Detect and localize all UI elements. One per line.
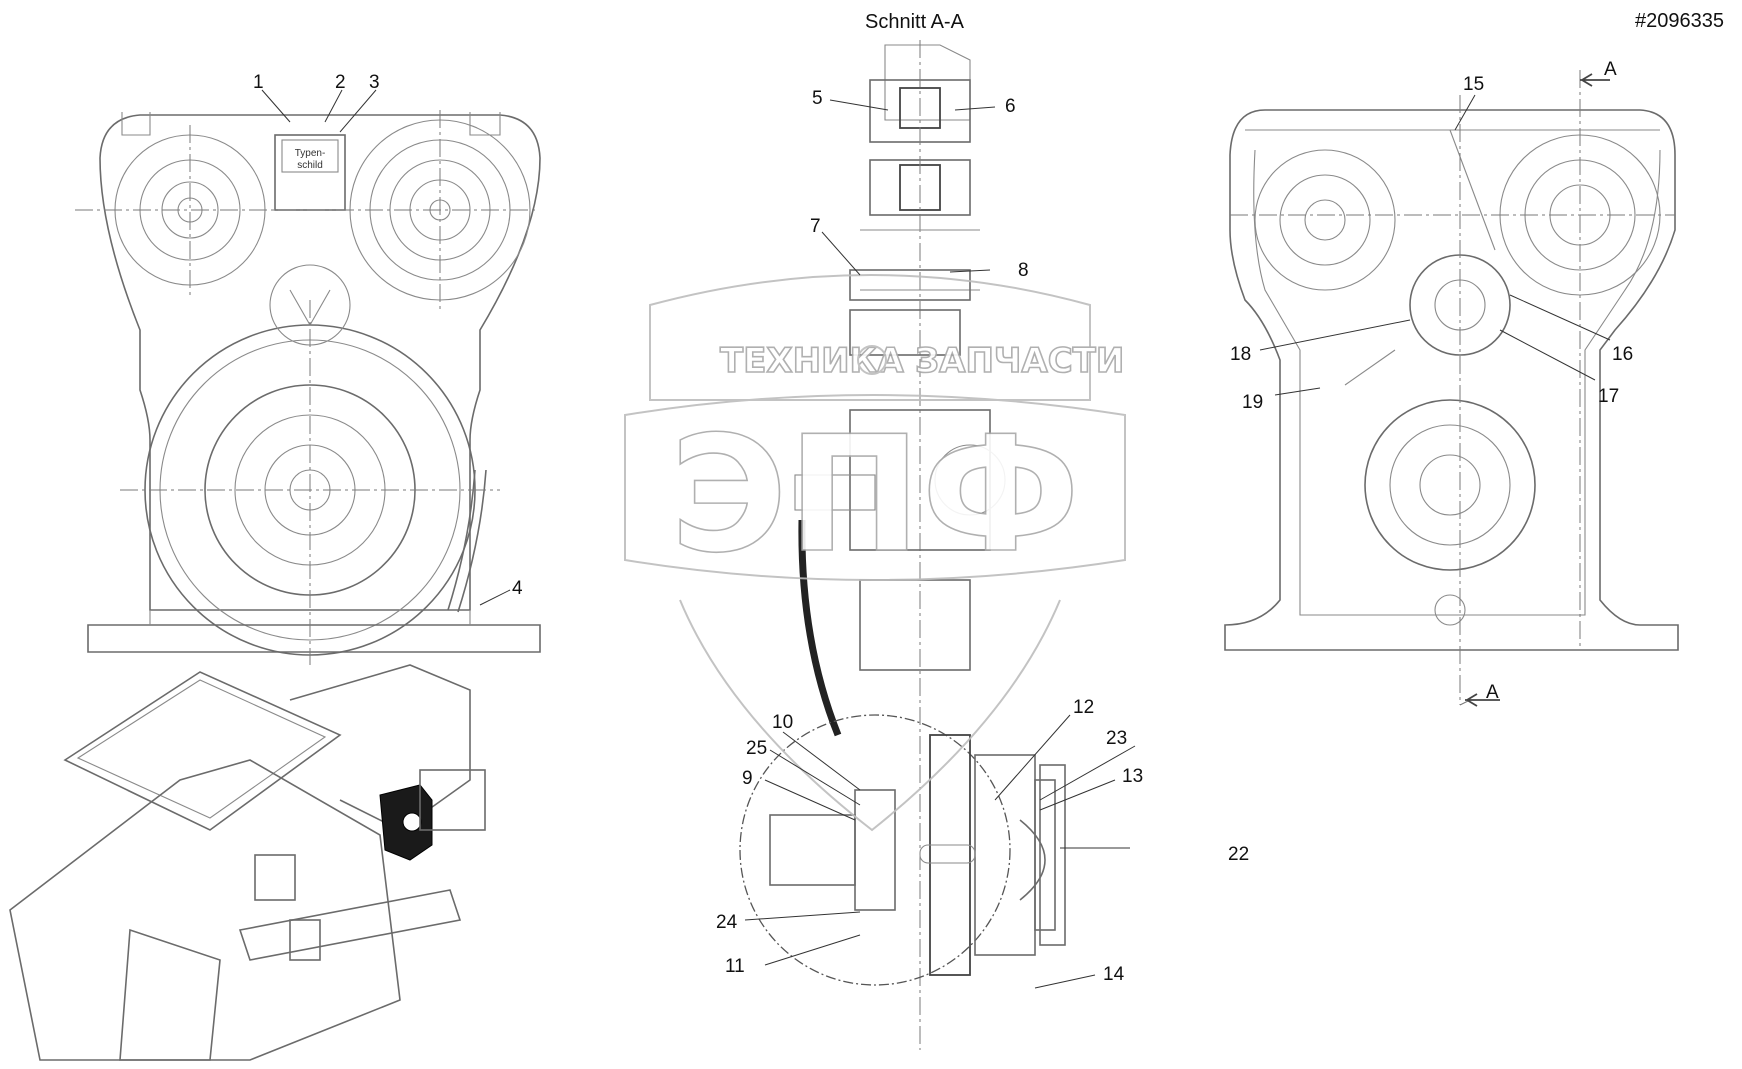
callout-numbers: 1 2 3 4 5 6 7 8 9 10 11 12 13 14 15 16 1… <box>253 72 1633 985</box>
callout-18: 18 <box>1230 344 1251 365</box>
callout-23: 23 <box>1106 728 1127 749</box>
type-plate-line-2: schild <box>297 160 323 171</box>
machine-isometric-view <box>9 664 486 1061</box>
callout-4: 4 <box>512 578 523 599</box>
gearbox-front-view <box>75 110 541 665</box>
callout-8: 8 <box>1018 260 1029 281</box>
watermark-text-right: ЗАПЧАСТИ <box>915 341 1124 381</box>
callout-14: 14 <box>1103 964 1125 985</box>
callout-22: 22 <box>1228 844 1249 865</box>
section-marker-bottom: A <box>1486 682 1499 703</box>
callout-25: 25 <box>746 738 767 759</box>
drawing-reference-number: #2096335 <box>1635 10 1724 32</box>
callout-13: 13 <box>1122 766 1143 787</box>
type-plate-line-1: Typen- <box>295 148 326 159</box>
gearbox-rear-view <box>1224 70 1679 707</box>
callout-3: 3 <box>369 72 380 93</box>
callout-19: 19 <box>1242 392 1263 413</box>
watermark-logo: ТЕХНИКА ЗАПЧАСТИ ЭПФ <box>624 274 1126 832</box>
callout-1: 1 <box>253 72 264 93</box>
callout-10: 10 <box>772 712 793 733</box>
watermark-logo-letters: ЭПФ <box>670 401 1080 588</box>
callout-9: 9 <box>742 768 753 789</box>
section-marker-top: A <box>1604 59 1617 80</box>
callout-leaders <box>261 89 1611 989</box>
callout-16: 16 <box>1612 344 1633 365</box>
callout-2: 2 <box>335 72 346 93</box>
callout-6: 6 <box>1005 96 1016 117</box>
section-a-a-view <box>739 40 1066 1050</box>
callout-17: 17 <box>1598 386 1619 407</box>
callout-15: 15 <box>1463 74 1484 95</box>
callout-11: 11 <box>725 956 745 977</box>
callout-7: 7 <box>810 216 821 237</box>
callout-12: 12 <box>1073 697 1094 718</box>
section-title: Schnitt A-A <box>865 11 965 33</box>
callout-5: 5 <box>812 88 823 109</box>
callout-24: 24 <box>716 912 738 933</box>
